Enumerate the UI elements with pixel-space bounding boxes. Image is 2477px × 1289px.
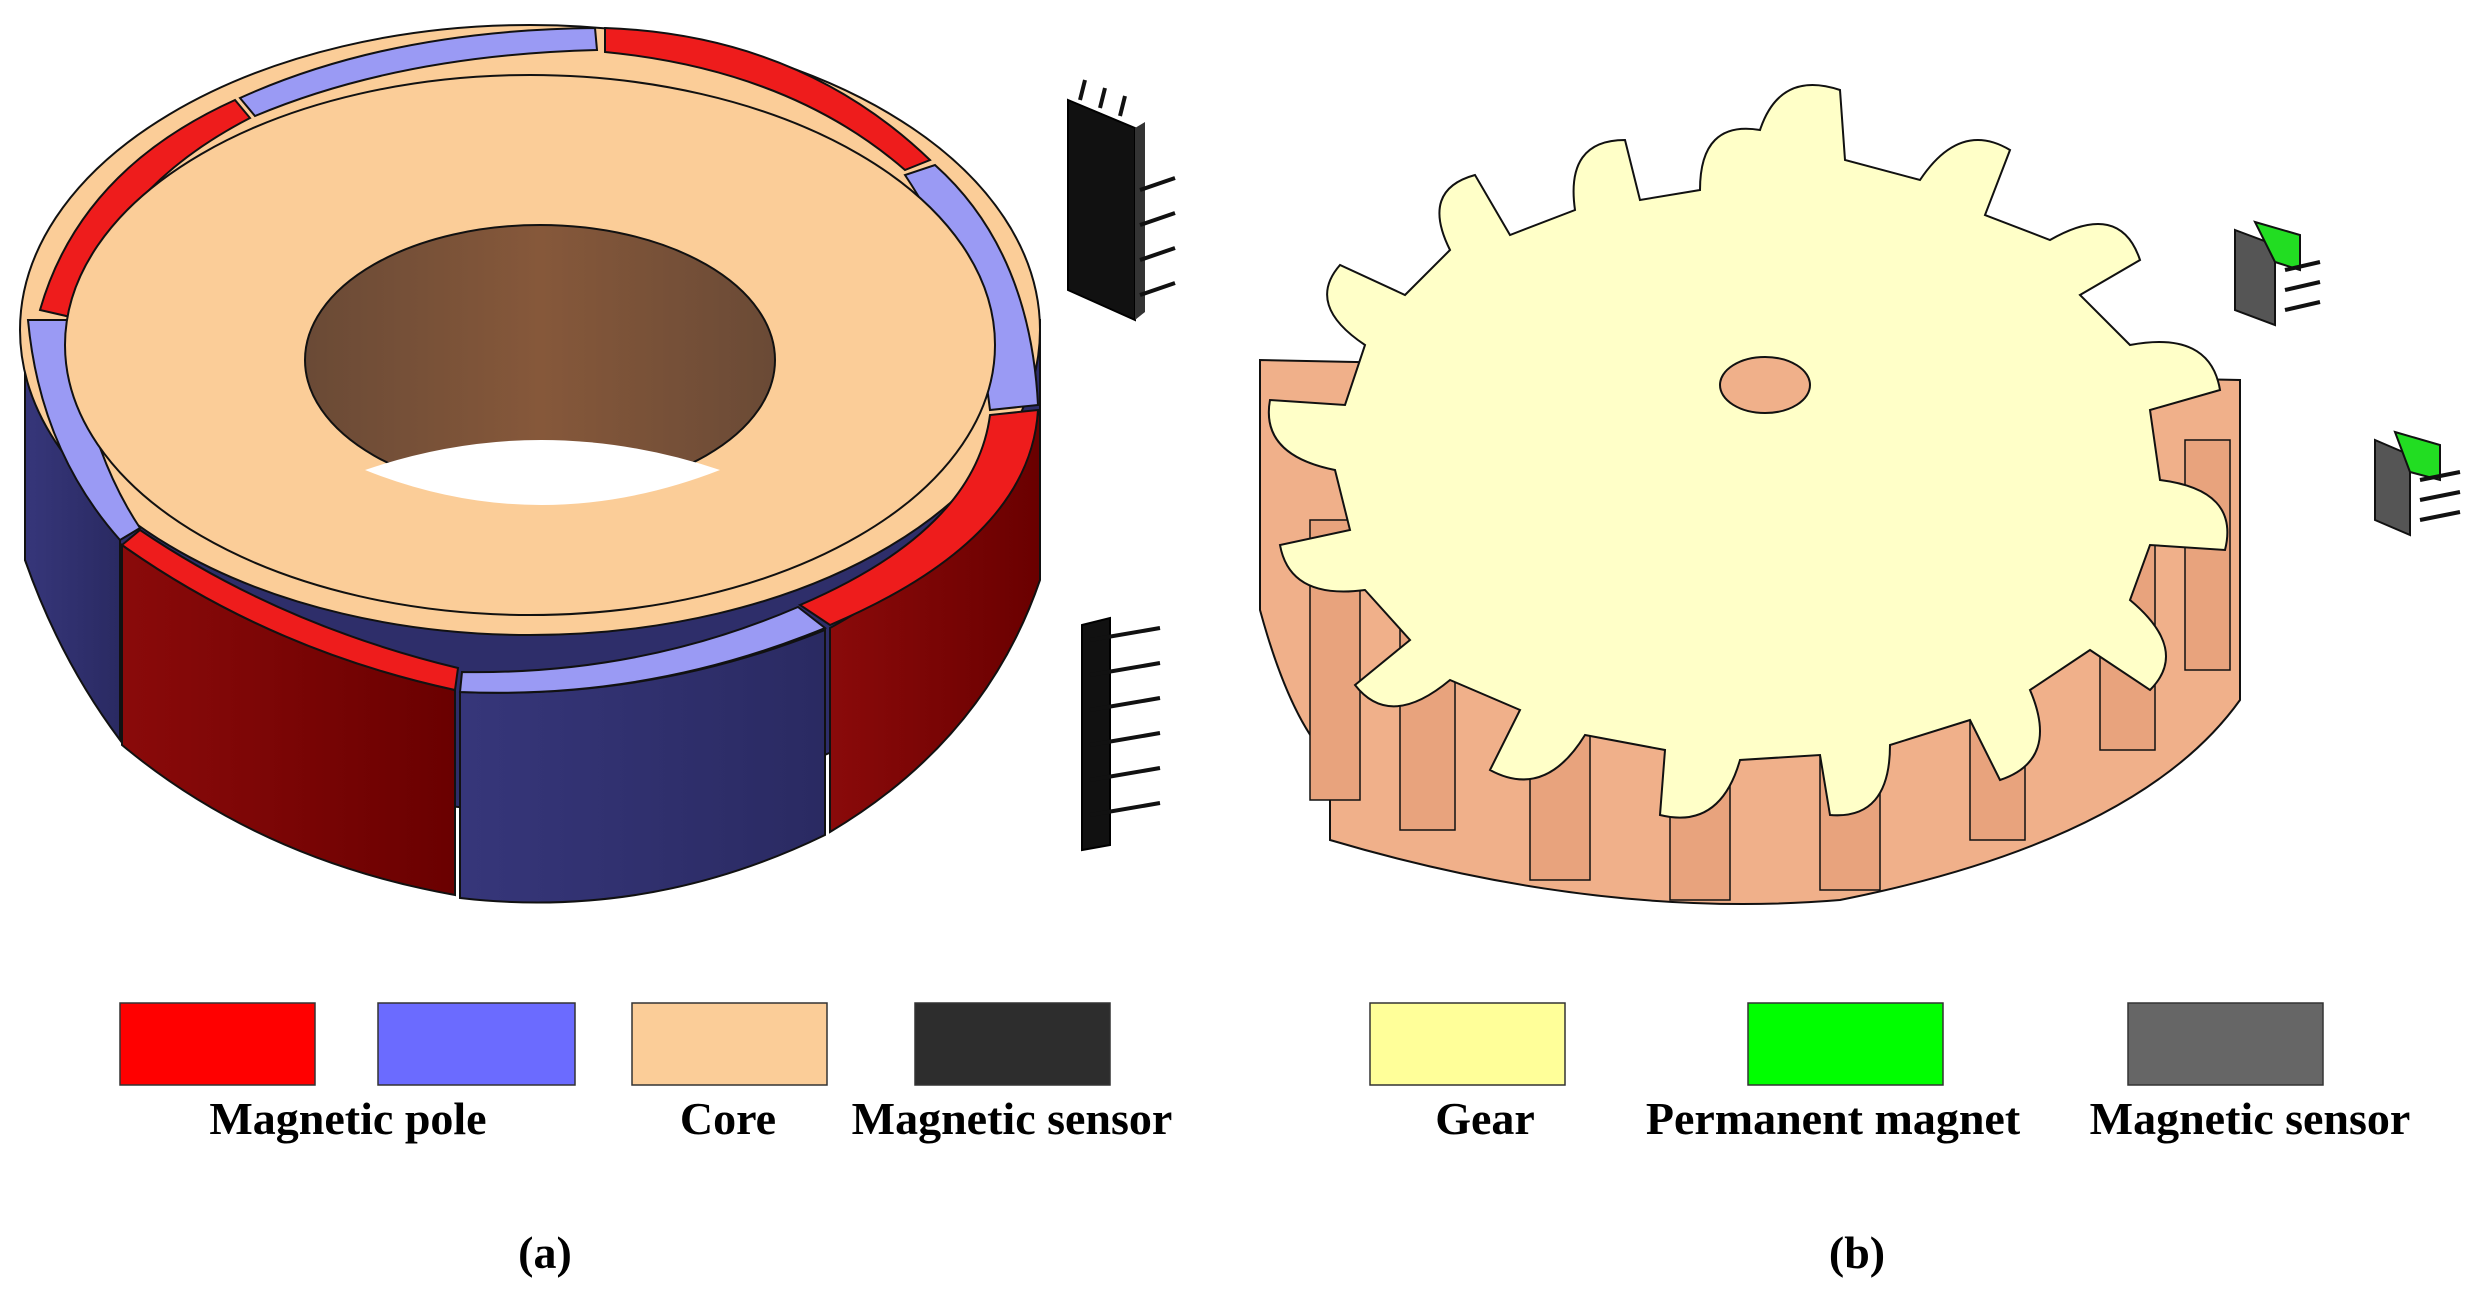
bore-opening [365,440,720,505]
gear-bore [1719,356,1811,414]
gear-top [1267,84,2229,819]
legend-label-magnetic-sensor-b: Magnetic sensor [2090,1093,2411,1144]
sensor-b-bottom [2374,430,2461,537]
caption-b: (b) [1829,1227,1885,1278]
pole-top-red-tr [604,26,932,172]
legend-label-gear: Gear [1435,1093,1535,1144]
legend-label-permanent-magnet: Permanent magnet [1646,1093,2021,1144]
swatch-magnetic-pole-red [119,1002,316,1086]
swatch-magnetic-sensor-b [2127,1002,2324,1086]
legend-b: Gear Permanent magnet Magnetic sensor [1369,1002,2411,1144]
caption-a: (a) [518,1227,572,1278]
sensor-a-top [1067,79,1176,322]
panel-a-ring [19,24,1041,904]
pole-top-red-bl [120,528,460,692]
sensor-b-top [2234,220,2321,327]
swatch-core [631,1002,828,1086]
swatch-permanent-magnet [1747,1002,1944,1086]
swatch-magnetic-sensor-a [914,1002,1111,1086]
pole-top-blue-t [238,26,599,118]
swatch-gear [1369,1002,1566,1086]
sensor-a-bottom [1081,616,1161,852]
legend-label-core: Core [680,1093,776,1144]
pole-top-blue-b [458,605,827,694]
legend-label-magnetic-pole: Magnetic pole [209,1093,486,1144]
panel-b-gear [1259,84,2241,905]
pole-top-red-br [797,408,1040,627]
swatch-magnetic-pole-blue [377,1002,576,1086]
legend-label-magnetic-sensor-a: Magnetic sensor [852,1093,1173,1144]
pole-top-blue-l [26,319,142,542]
legend-a: Magnetic pole Core Magnetic sensor [119,1002,1173,1144]
